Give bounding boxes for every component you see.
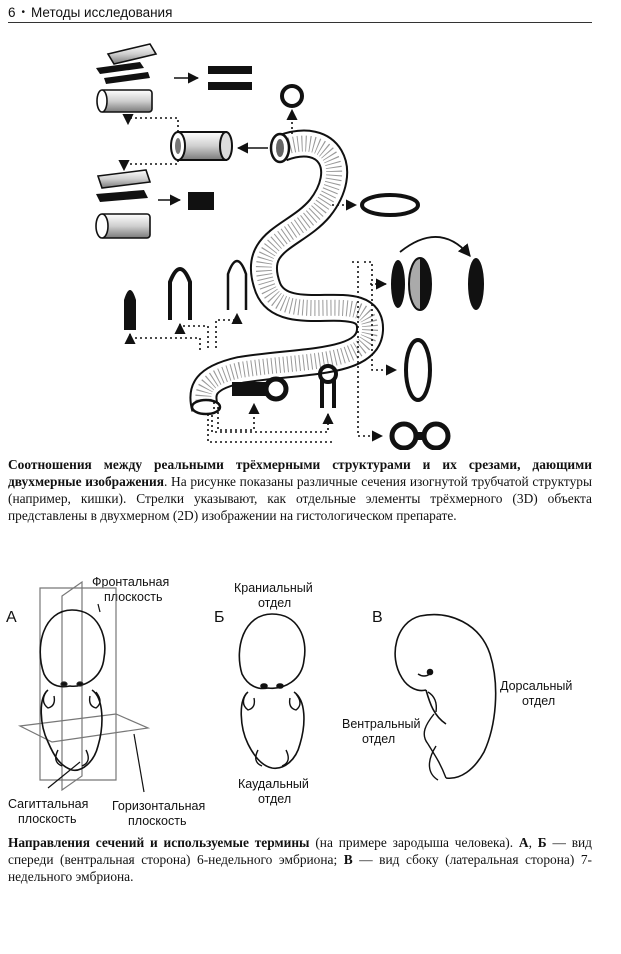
pin-shaped-section	[318, 364, 338, 408]
figure1-caption-text: . На рисунке показаны различные сечения …	[8, 474, 592, 523]
bullet: •	[21, 6, 26, 18]
longitudinal-section-result	[208, 66, 252, 90]
frontal-plane-label-2: плоскость	[104, 590, 162, 604]
cranial-label-1: Краниальный	[234, 581, 313, 595]
tall-oval-ring	[404, 338, 432, 402]
embryo-planes-figure: А Фронтальная плоскость Сагиттальная пло…	[6, 575, 572, 828]
key-shaped-section	[232, 376, 289, 402]
page-number: 6	[8, 4, 16, 20]
frontal-plane-label-1: Фронтальная	[92, 575, 169, 589]
section-title: Методы исследования	[31, 4, 173, 20]
panel-c-label: В	[372, 609, 383, 626]
sagittal-plane-label-1: Сагиттальная	[8, 797, 88, 811]
running-head: 6 • Методы исследования	[8, 2, 592, 23]
embryo-front-view-planes	[17, 580, 151, 792]
figure2-caption: Направления сечений и используемые терми…	[8, 834, 592, 885]
embryo-front-view	[238, 613, 306, 769]
ventral-label-1: Вентральный	[342, 717, 421, 731]
horizontal-plane-label-2: плоскость	[128, 814, 186, 828]
figure1-caption-title: Соотношения между реальными трёхмерными …	[8, 457, 592, 489]
figure-eight-section	[389, 421, 451, 450]
figure2-caption-p2: — вид спереди (вентральная сторона) 6-не…	[8, 835, 592, 867]
oblique-section-result	[188, 192, 214, 210]
tube-sections-figure	[95, 43, 484, 450]
figure2-caption-title: Направления сечений и используемые терми…	[8, 835, 310, 850]
figure2-caption-p1: (на примере зародыша человека).	[309, 835, 519, 850]
dorsal-label-2: отдел	[522, 694, 555, 708]
cut-cylinder	[170, 131, 233, 161]
ventral-label-2: отдел	[362, 732, 395, 746]
figure2-caption-b: Б	[537, 835, 547, 850]
figure1-caption: Соотношения между реальными трёхмерными …	[8, 456, 592, 524]
horizontal-plane-label-1: Горизонтальная	[112, 799, 205, 813]
figure2-caption-a: А	[518, 835, 529, 850]
panel-a-label: А	[6, 609, 17, 626]
longitudinal-pieces-top	[96, 43, 158, 113]
figure2-caption-c: В	[343, 852, 353, 867]
tangential-caps	[124, 259, 248, 330]
ring-section	[280, 84, 304, 108]
embryo-side-view	[394, 613, 497, 781]
cranial-label-2: отдел	[258, 596, 291, 610]
figure2-caption-p3: — вид сбоку (латеральная сторона) 7-неде…	[8, 852, 592, 884]
caudal-label-2: отдел	[258, 792, 291, 806]
oblique-pieces	[95, 169, 152, 239]
oval-pair	[391, 257, 484, 311]
flat-oval-ring	[360, 193, 420, 217]
figure2-caption-sep1: ,	[528, 835, 538, 850]
sagittal-plane-label-2: плоскость	[18, 812, 76, 826]
curved-tube	[189, 129, 384, 416]
dorsal-label-1: Дорсальный	[500, 679, 572, 693]
caudal-label-1: Каудальный	[238, 777, 309, 791]
panel-b-label: Б	[214, 609, 225, 626]
